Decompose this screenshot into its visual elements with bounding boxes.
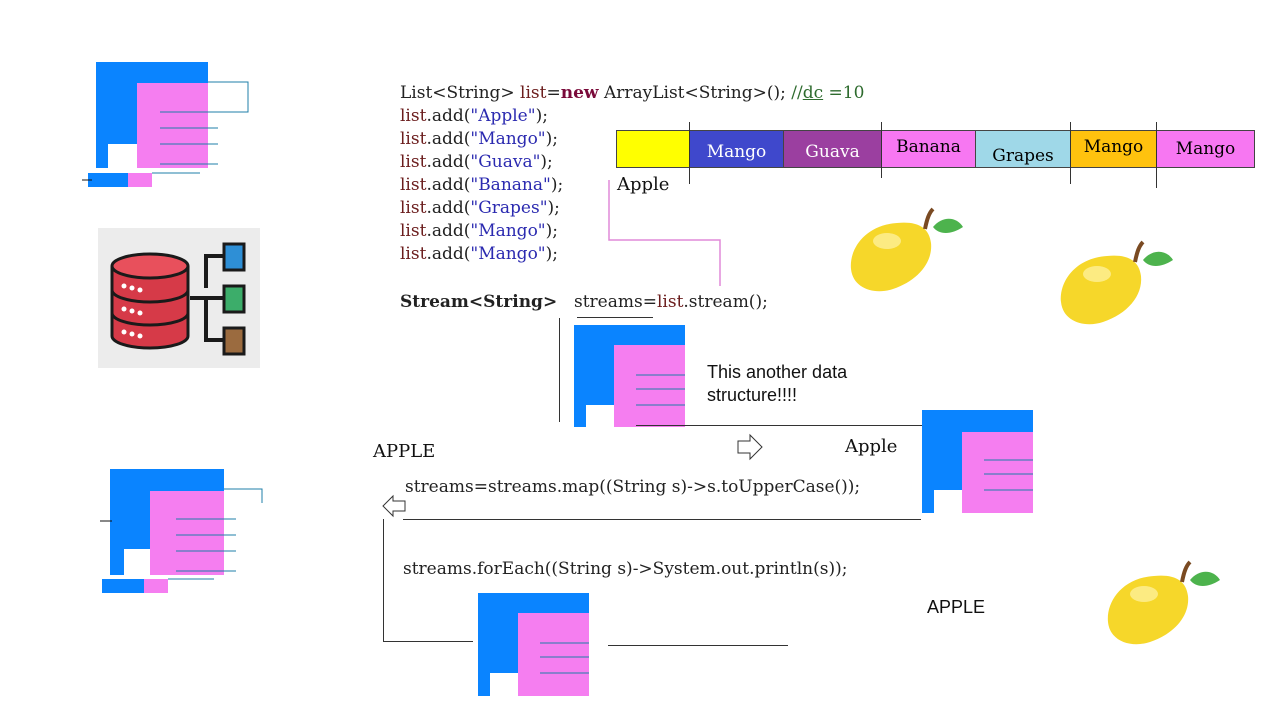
mango-icon xyxy=(850,207,963,292)
code-map-line: streams=streams.map((String s)->s.toUppe… xyxy=(405,477,861,497)
flow-line xyxy=(383,641,473,642)
flow-line xyxy=(559,318,560,422)
code-add-line: list.add("Mango"); xyxy=(400,129,558,149)
array-cell: Mango xyxy=(689,130,784,168)
array-cell: Grapes xyxy=(975,130,1071,168)
arrow-left-icon xyxy=(382,494,406,518)
code-add-lines: list.add("Apple"); list.add("Mango"); li… xyxy=(400,105,563,266)
code-add-line: list.add("Apple"); xyxy=(400,106,548,126)
array-cell: Mango xyxy=(1156,130,1255,168)
array-cell: Guava xyxy=(783,130,882,168)
code-stream-assign: streams=list.stream(); xyxy=(574,292,768,312)
code-list-declaration: List<String> list=new ArrayList<String>(… xyxy=(400,83,865,103)
code-add-line: list.add("Grapes"); xyxy=(400,198,560,218)
mango-icon xyxy=(1060,240,1173,325)
arrow-right-icon xyxy=(737,433,763,461)
code-add-line: list.add("Mango"); xyxy=(400,221,558,241)
code-add-line: list.add("Mango"); xyxy=(400,244,558,264)
underline-mark xyxy=(577,317,653,318)
code-add-line: list.add("Banana"); xyxy=(400,175,564,195)
connector-line xyxy=(608,180,721,286)
stream-structure-icon xyxy=(100,469,263,593)
database-icon xyxy=(98,228,260,368)
stream-structure-icon xyxy=(478,593,589,696)
stream-note: This another data structure!!!! xyxy=(707,362,848,405)
stream-structure-icon xyxy=(82,62,249,187)
apple-output-label: Apple xyxy=(845,436,898,457)
array-cell: Banana xyxy=(881,130,976,168)
apple-uppercase-label: APPLE xyxy=(373,441,436,462)
code-stream-type: Stream<String> xyxy=(400,292,558,312)
array-cell: Mango xyxy=(1070,130,1157,168)
mango-icon xyxy=(1107,560,1220,645)
flow-line xyxy=(636,425,922,426)
array-cell xyxy=(616,130,690,168)
stream-structure-icon xyxy=(922,410,1033,513)
flow-line xyxy=(403,519,921,520)
code-foreach-line: streams.forEach((String s)->System.out.p… xyxy=(403,559,848,579)
apple-cell-label: Apple xyxy=(617,174,670,195)
code-add-line: list.add("Guava"); xyxy=(400,152,553,172)
stream-structure-icon xyxy=(574,325,685,427)
apple-printed-label: APPLE xyxy=(927,597,986,617)
flow-line xyxy=(383,519,384,641)
flow-line xyxy=(608,645,788,646)
